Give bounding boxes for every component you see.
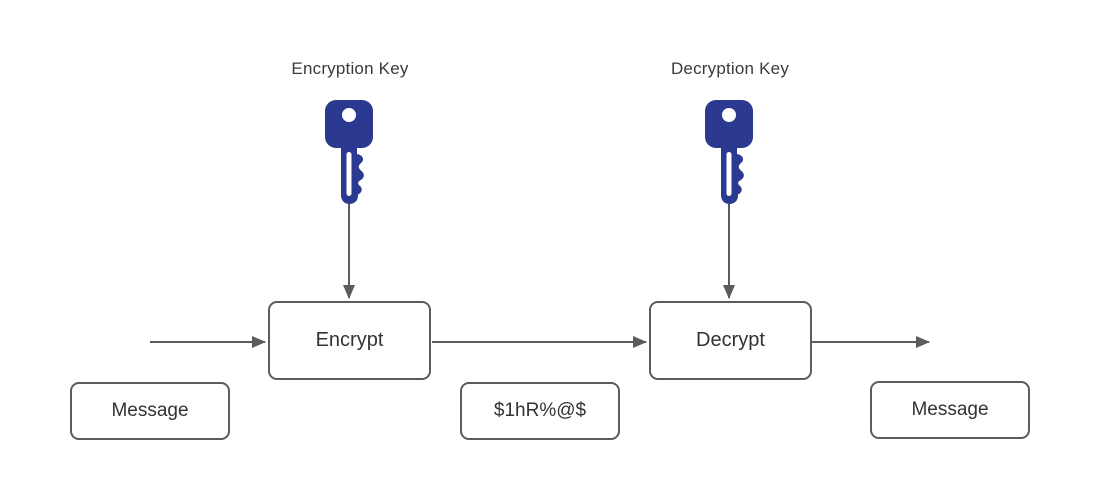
decrypt-box: Decrypt (649, 301, 812, 380)
decryption-key-label: Decryption Key (670, 59, 790, 78)
encrypt-box: Encrypt (268, 301, 431, 380)
key-icon (705, 100, 753, 204)
message-output-box: Message (870, 381, 1030, 439)
message-input-box: Message (70, 382, 230, 440)
ciphertext-box: $1hR%@$ (460, 382, 620, 440)
key-icon (325, 100, 373, 204)
encryption-key-label: Encryption Key (291, 59, 409, 78)
